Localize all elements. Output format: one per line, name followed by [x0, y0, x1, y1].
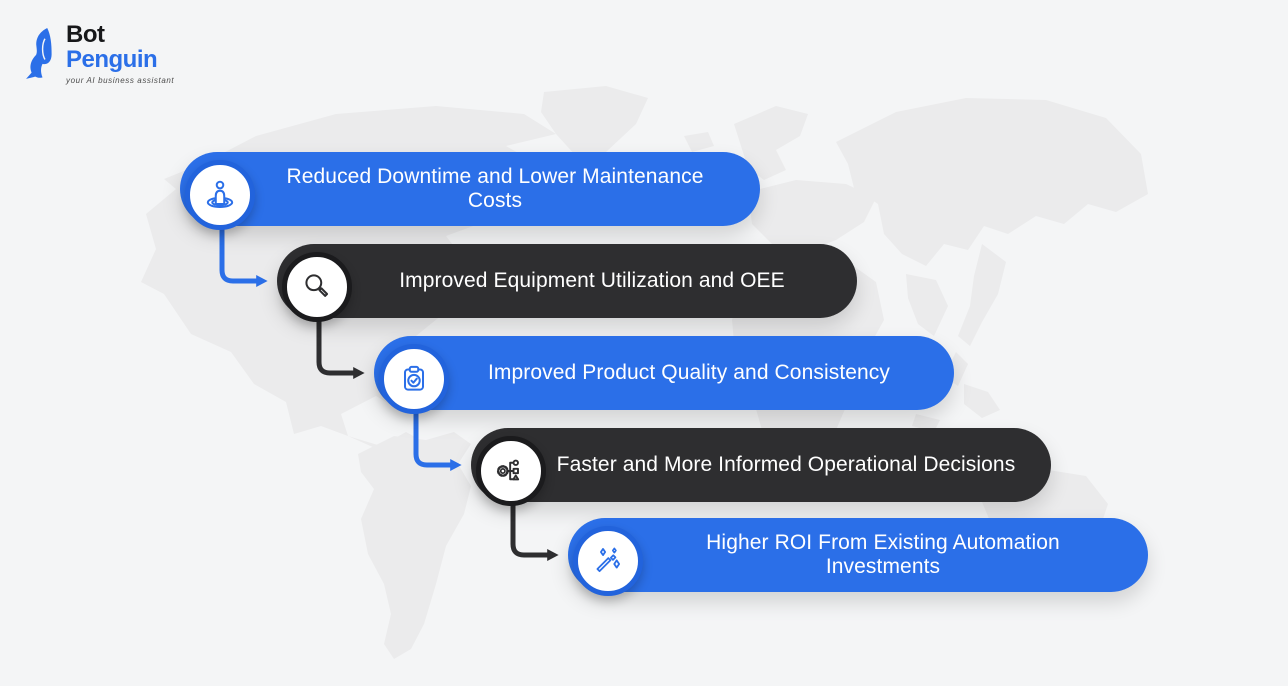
banner-5-label: Higher ROI From Existing Automation Inve…	[706, 531, 1060, 578]
banner-4-label: Faster and More Informed Operational Dec…	[556, 453, 1016, 476]
brand-name-penguin: Penguin	[66, 46, 158, 73]
person-presence-icon	[206, 180, 234, 208]
magnifier-icon	[305, 274, 329, 297]
banner-3-label: Improved Product Quality and Consistency	[487, 361, 891, 384]
banner-reduced-downtime: Reduced Downtime and Lower Maintenance C…	[180, 152, 760, 230]
banner-higher-roi: Higher ROI From Existing Automation Inve…	[568, 518, 1148, 596]
brand-name-bot: Bot	[66, 21, 105, 48]
brand-wordmark: Bot Penguin your AI business assistant	[66, 22, 174, 85]
banner-1-icon-badge	[185, 160, 255, 230]
magic-wand-icon	[596, 547, 621, 573]
banner-product-quality: Improved Product Quality and Consistency	[374, 336, 954, 414]
penguin-icon	[26, 28, 52, 79]
banner-4-icon-badge	[476, 436, 546, 506]
banner-5-icon-badge	[573, 526, 643, 596]
banner-operational-decisions: Faster and More Informed Operational Dec…	[471, 428, 1051, 506]
banner-3-icon-badge	[379, 344, 449, 414]
clipboard-check-icon	[403, 365, 425, 391]
banner-1-label: Reduced Downtime and Lower Maintenance C…	[286, 165, 704, 212]
gear-decision-icon	[496, 459, 520, 481]
brand-tagline: your AI business assistant	[66, 76, 175, 85]
banner-equipment-utilization: Improved Equipment Utilization and OEE	[277, 244, 857, 322]
banner-2-icon-badge	[282, 252, 352, 322]
botpenguin-logo: Bot Penguin your AI business assistant	[22, 22, 174, 85]
banner-2-label: Improved Equipment Utilization and OEE	[399, 269, 785, 292]
